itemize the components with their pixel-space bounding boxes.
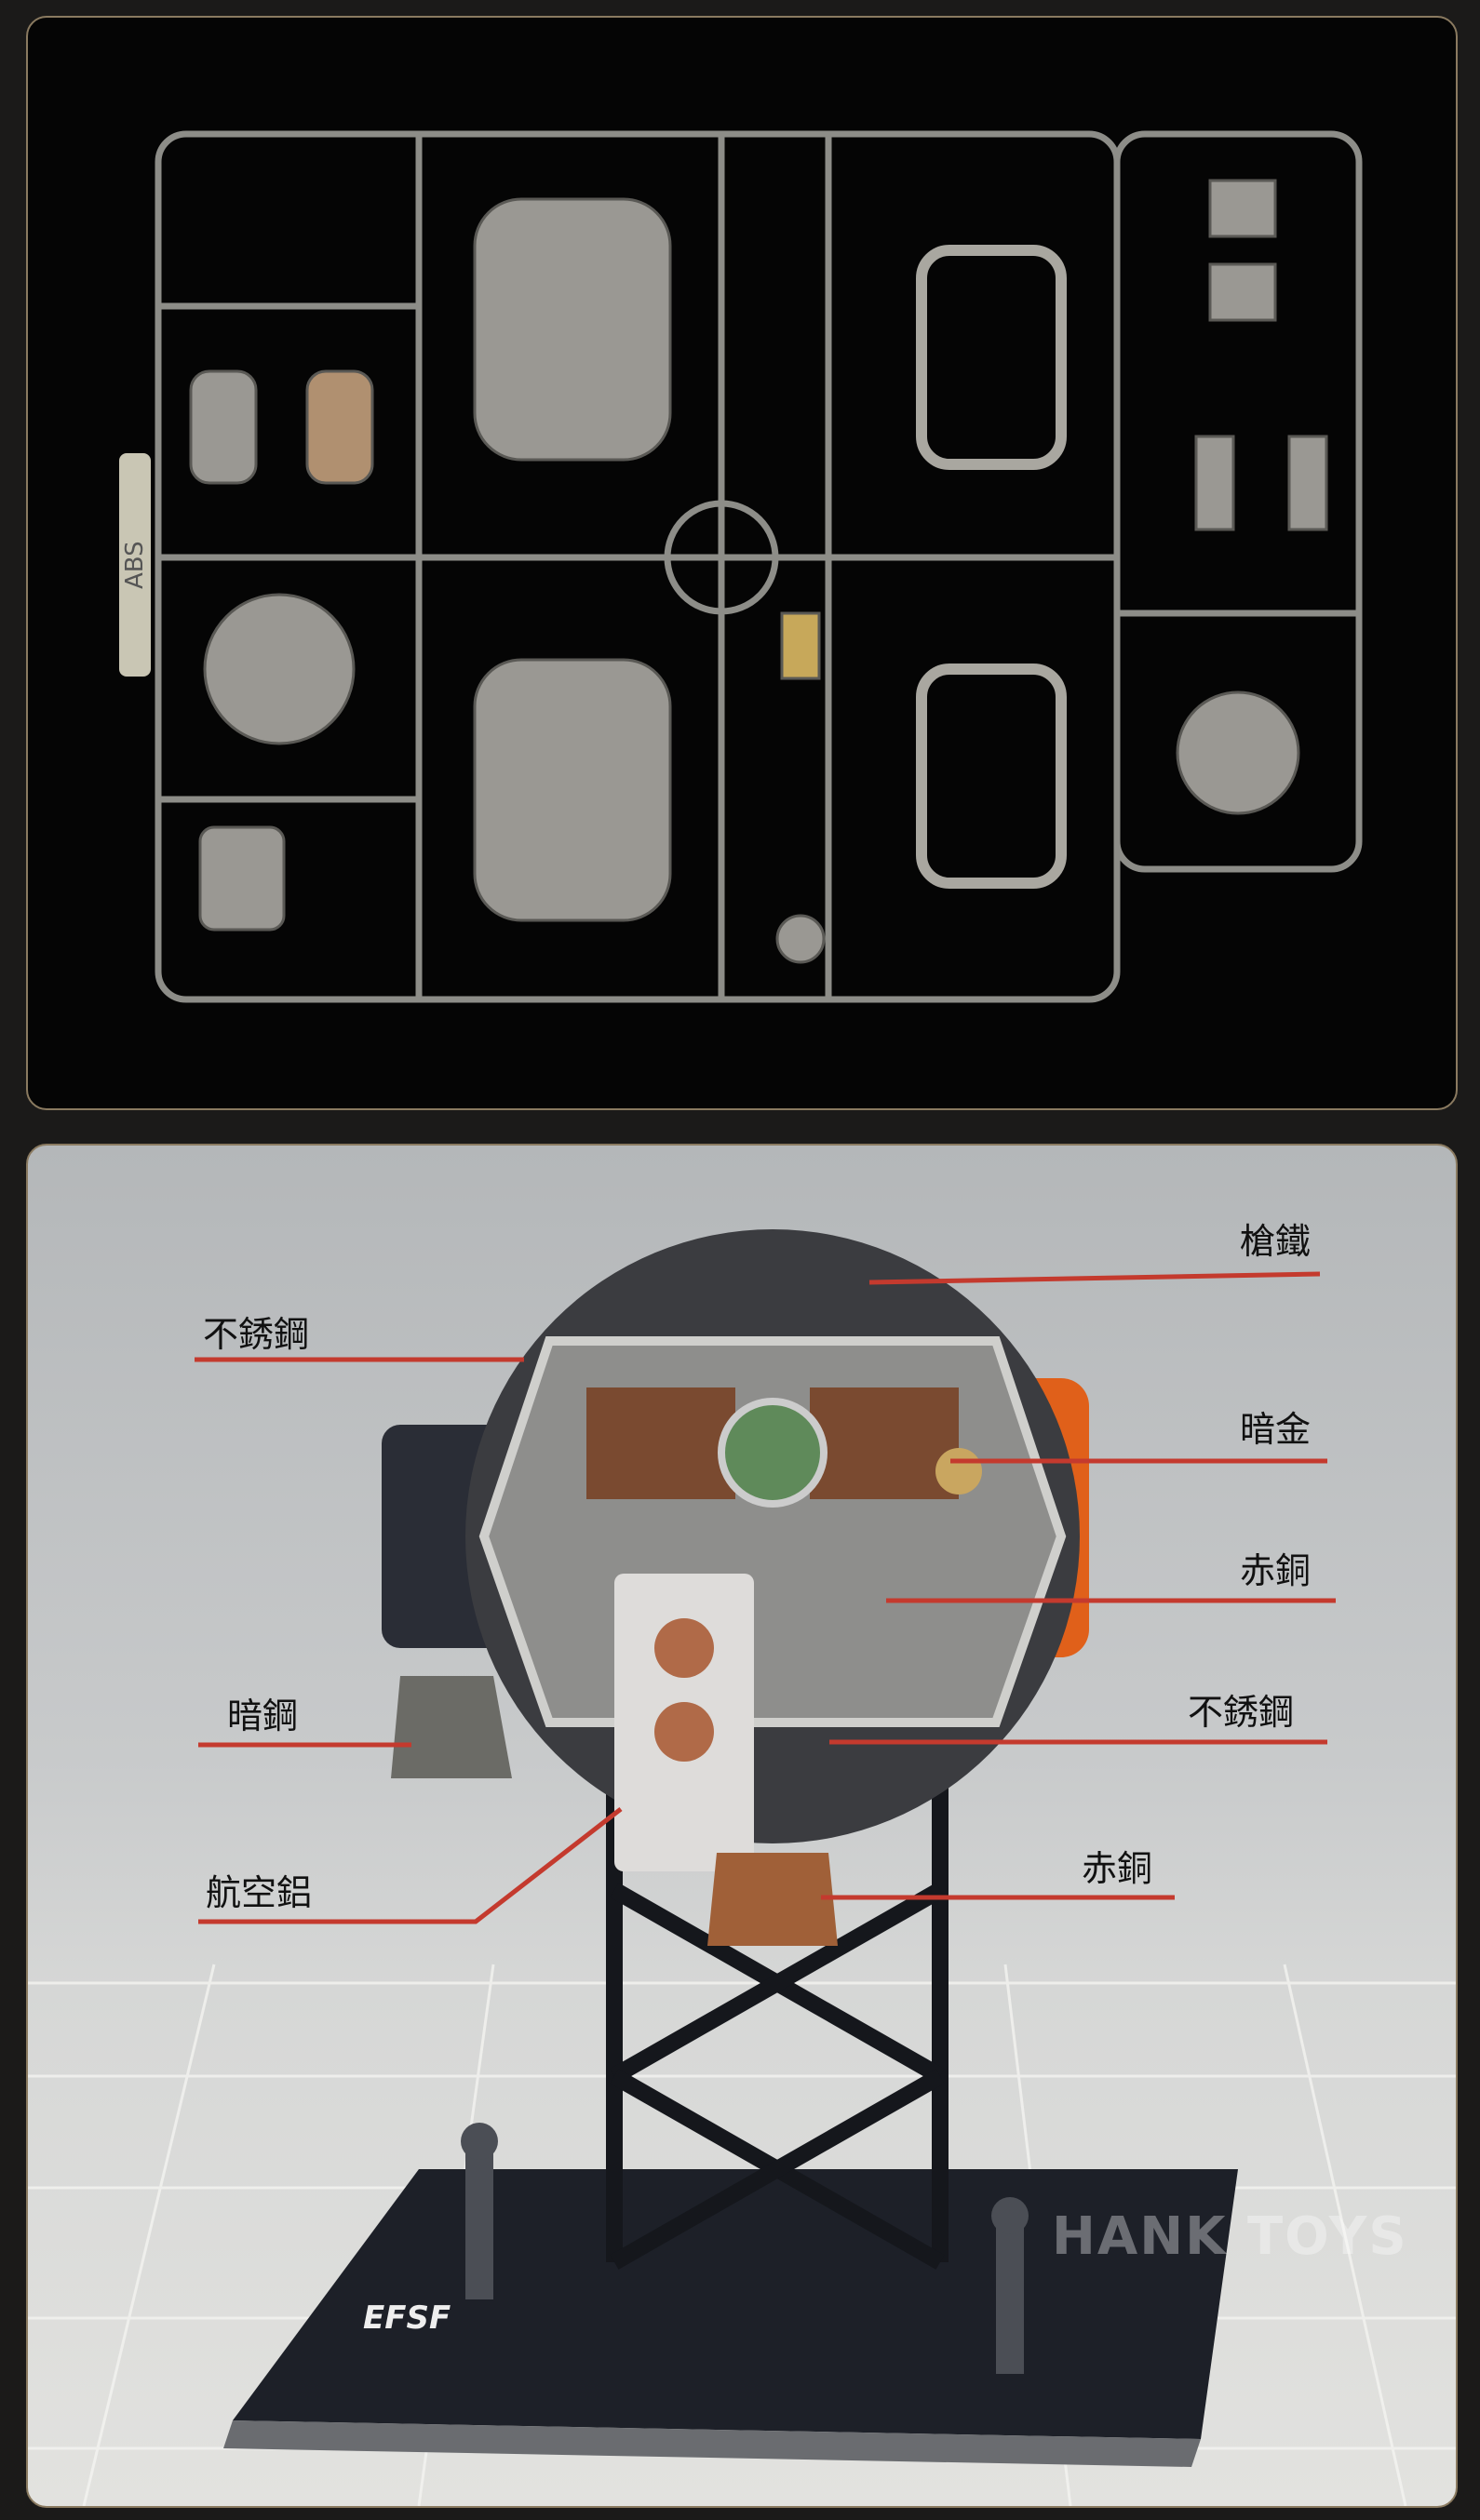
material-label-aluminum: 航空鋁 xyxy=(206,1872,313,1913)
sprue-photo: ABS xyxy=(26,16,1458,1110)
material-label-dark-steel: 暗鋼 xyxy=(227,1696,299,1736)
material-label-dark-gold: 暗金 xyxy=(1240,1409,1312,1450)
leader-lines xyxy=(195,1271,1336,1924)
base-logo: EFSF xyxy=(363,2299,451,2337)
model-illustration xyxy=(28,1229,1456,2506)
material-label-gunmetal: 槍鐵 xyxy=(1240,1221,1312,1262)
material-label-copper-lower: 赤銅 xyxy=(1082,1848,1153,1889)
material-label-stainless-lower: 不銹鋼 xyxy=(1188,1692,1295,1733)
abs-stamp: ABS xyxy=(119,453,151,677)
model-photo: EFSF HANK TOYS 槍鐵 不銹鋼 暗金 赤銅 暗鋼 不銹鋼 航空鋁 赤… xyxy=(26,1144,1458,2508)
sprue-frame xyxy=(155,130,1363,1003)
watermark: HANK TOYS xyxy=(1052,2206,1408,2267)
material-label-copper-upper: 赤銅 xyxy=(1240,1550,1312,1591)
material-label-stainless-upper: 不銹鋼 xyxy=(203,1314,310,1355)
